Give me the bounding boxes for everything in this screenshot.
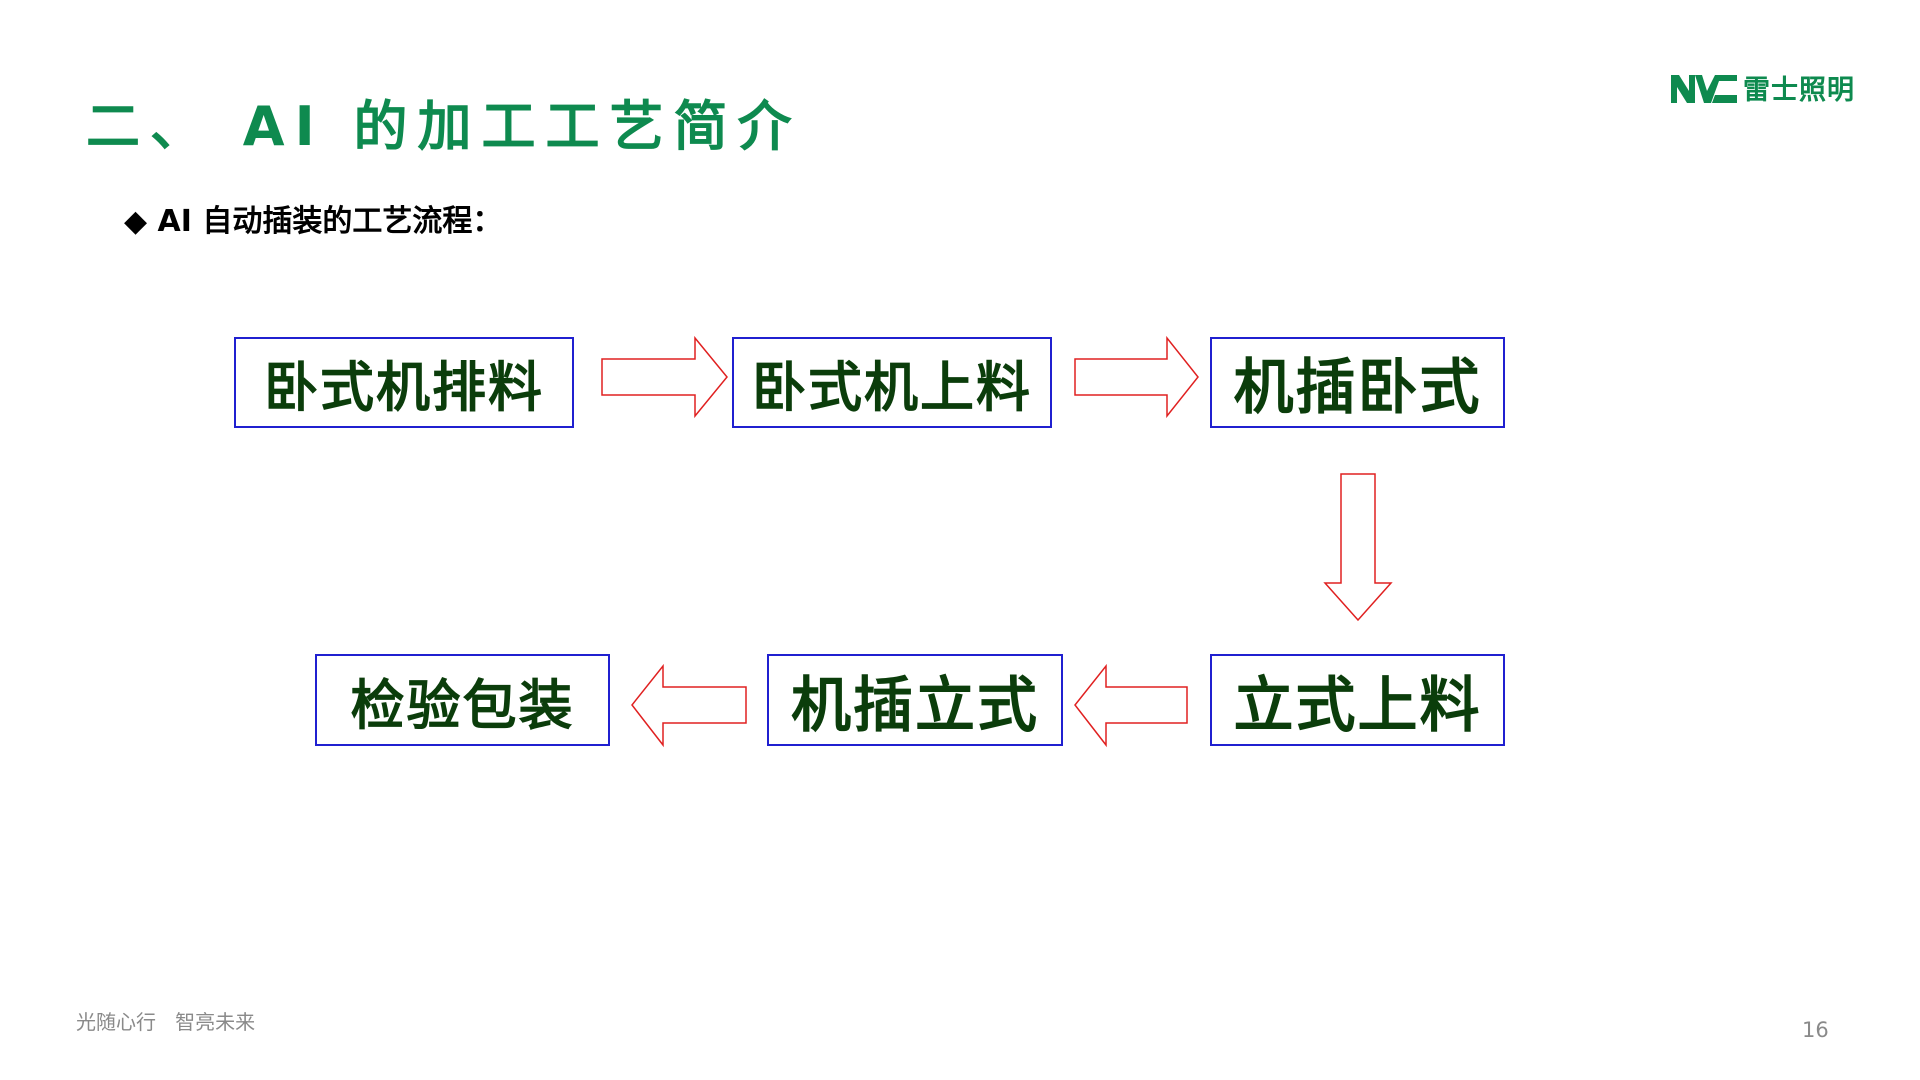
flow-step-label: 机插卧式 (1233, 353, 1482, 423)
arrow-right-icon (1074, 335, 1199, 419)
subtitle-text: AI 自动插装的工艺流程： (157, 204, 503, 239)
flow-step-3: 机插卧式 (1210, 337, 1505, 428)
flow-step-label: 机插立式 (791, 670, 1039, 741)
arrow-left-icon (631, 663, 747, 748)
nvc-logo: 雷士照明 (1671, 68, 1855, 107)
flow-step-label: 检验包装 (350, 673, 575, 737)
arrow-left-icon (1074, 663, 1188, 748)
nvc-logo-mark-icon (1671, 74, 1737, 103)
page-number: 16 (1802, 1018, 1829, 1042)
arrow-down-icon (1323, 473, 1393, 622)
flow-step-2: 卧式机上料 (732, 337, 1052, 428)
footer-slogan: 光随心行 智亮未来 (76, 1010, 256, 1034)
diamond-bullet-icon: ◆ (124, 204, 148, 239)
flow-step-label: 立式上料 (1233, 670, 1482, 741)
flow-step-4: 立式上料 (1210, 654, 1505, 746)
section-subtitle: ◆ AI 自动插装的工艺流程： (124, 196, 502, 240)
flow-step-5: 机插立式 (767, 654, 1063, 746)
arrow-right-icon (601, 335, 728, 419)
flow-step-label: 卧式机排料 (264, 356, 544, 419)
flow-step-1: 卧式机排料 (234, 337, 574, 428)
page-title: 二、 AI 的加工工艺简介 (86, 95, 802, 158)
logo-text: 雷士照明 (1743, 75, 1855, 106)
flow-step-label: 卧式机上料 (752, 356, 1032, 419)
flow-step-6: 检验包装 (315, 654, 610, 746)
